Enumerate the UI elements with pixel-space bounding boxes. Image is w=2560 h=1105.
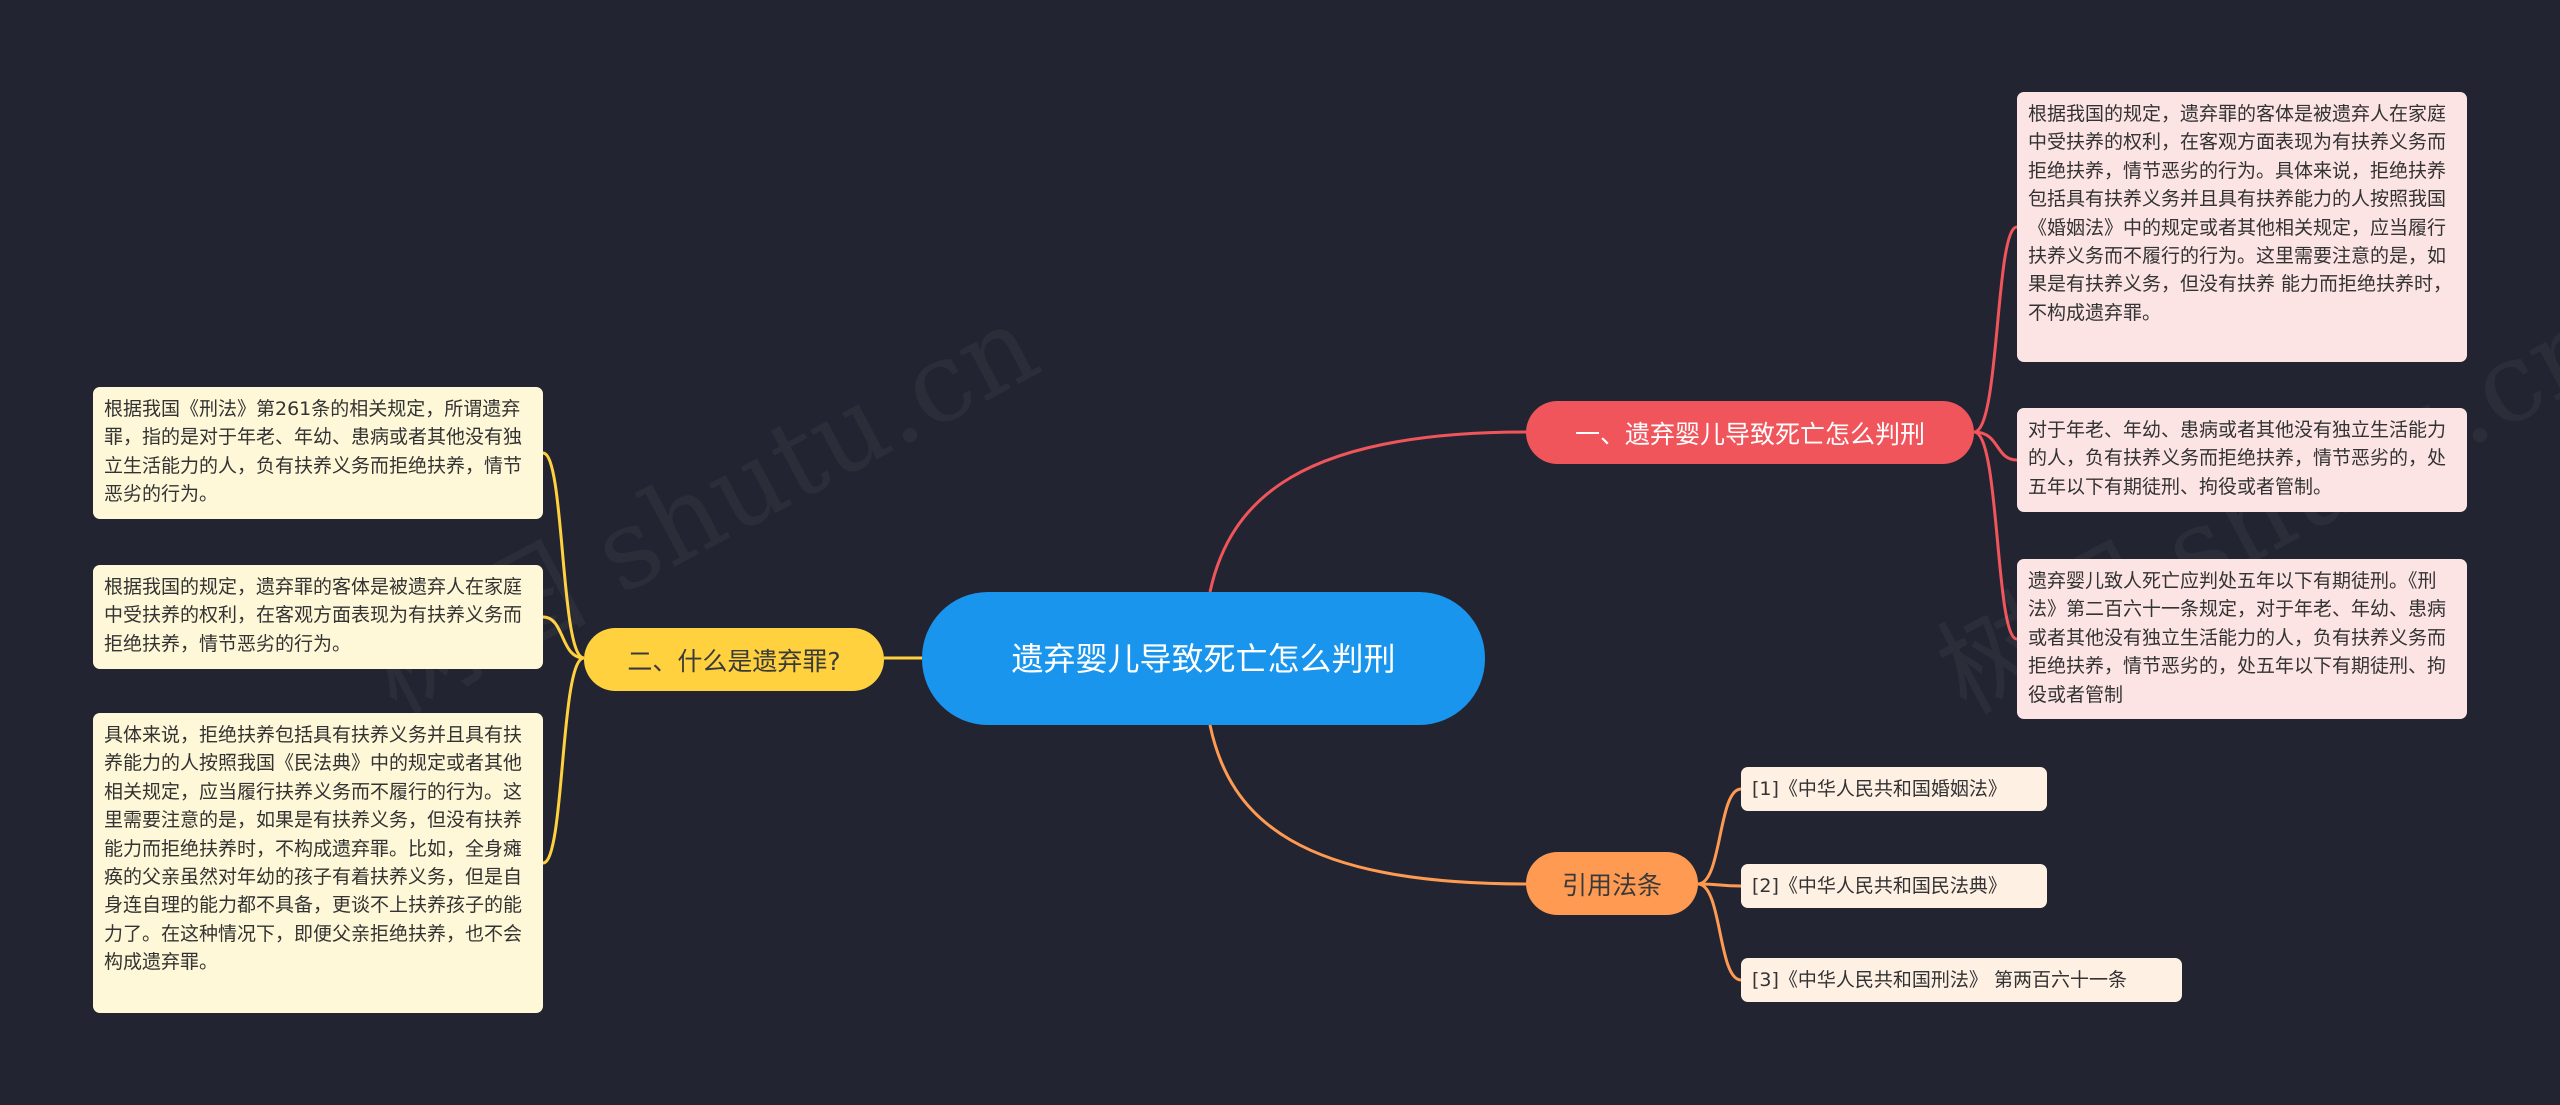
- connector-definition-item-1: [542, 451, 585, 660]
- connector-penalty-item-1: [1973, 225, 2018, 434]
- connector-citation-1: [1697, 787, 1742, 886]
- connector-penalty-item-3: [1973, 430, 2018, 641]
- connector-root-penalty: [1208, 430, 1527, 593]
- connector-definition-item-2: [542, 615, 585, 660]
- connector-penalty-item-2: [1973, 430, 2018, 462]
- citation-item[interactable]: [2]《中华人民共和国民法典》: [1741, 864, 2047, 908]
- branch-citations[interactable]: 引用法条: [1526, 852, 1698, 915]
- root-topic[interactable]: 遗弃婴儿导致死亡怎么判刑: [922, 592, 1485, 725]
- citation-item[interactable]: [3]《中华人民共和国刑法》 第两百六十一条: [1741, 958, 2182, 1002]
- connector-definition-item-3: [542, 656, 585, 865]
- connector-root-citations: [1208, 724, 1527, 886]
- root-topic-label: 遗弃婴儿导致死亡怎么判刑: [1011, 639, 1396, 678]
- penalty-item[interactable]: 对于年老、年幼、患病或者其他没有独立生活能力的人，负有扶养义务而拒绝扶养，情节恶…: [2017, 408, 2467, 512]
- connector-citation-3: [1697, 882, 1742, 982]
- branch-citations-label: 引用法条: [1561, 870, 1662, 900]
- branch-definition-label: 二、什么是遗弃罪?: [627, 646, 841, 676]
- branch-definition[interactable]: 二、什么是遗弃罪?: [584, 628, 884, 691]
- definition-item[interactable]: 具体来说，拒绝扶养包括具有扶养义务并且具有扶养能力的人按照我国《民法典》中的规定…: [93, 713, 543, 1013]
- branch-penalty-label: 一、遗弃婴儿导致死亡怎么判刑: [1574, 419, 1925, 449]
- branch-penalty[interactable]: 一、遗弃婴儿导致死亡怎么判刑: [1526, 401, 1974, 464]
- citation-item[interactable]: [1]《中华人民共和国婚姻法》: [1741, 767, 2047, 811]
- penalty-item[interactable]: 根据我国的规定，遗弃罪的客体是被遗弃人在家庭中受扶养的权利，在客观方面表现为有扶…: [2017, 92, 2467, 362]
- penalty-item[interactable]: 遗弃婴儿致人死亡应判处五年以下有期徒刑。《刑法》第二百六十一条规定，对于年老、年…: [2017, 559, 2467, 719]
- definition-item[interactable]: 根据我国的规定，遗弃罪的客体是被遗弃人在家庭中受扶养的权利，在客观方面表现为有扶…: [93, 565, 543, 669]
- definition-item[interactable]: 根据我国《刑法》第261条的相关规定，所谓遗弃罪，指的是对于年老、年幼、患病或者…: [93, 387, 543, 519]
